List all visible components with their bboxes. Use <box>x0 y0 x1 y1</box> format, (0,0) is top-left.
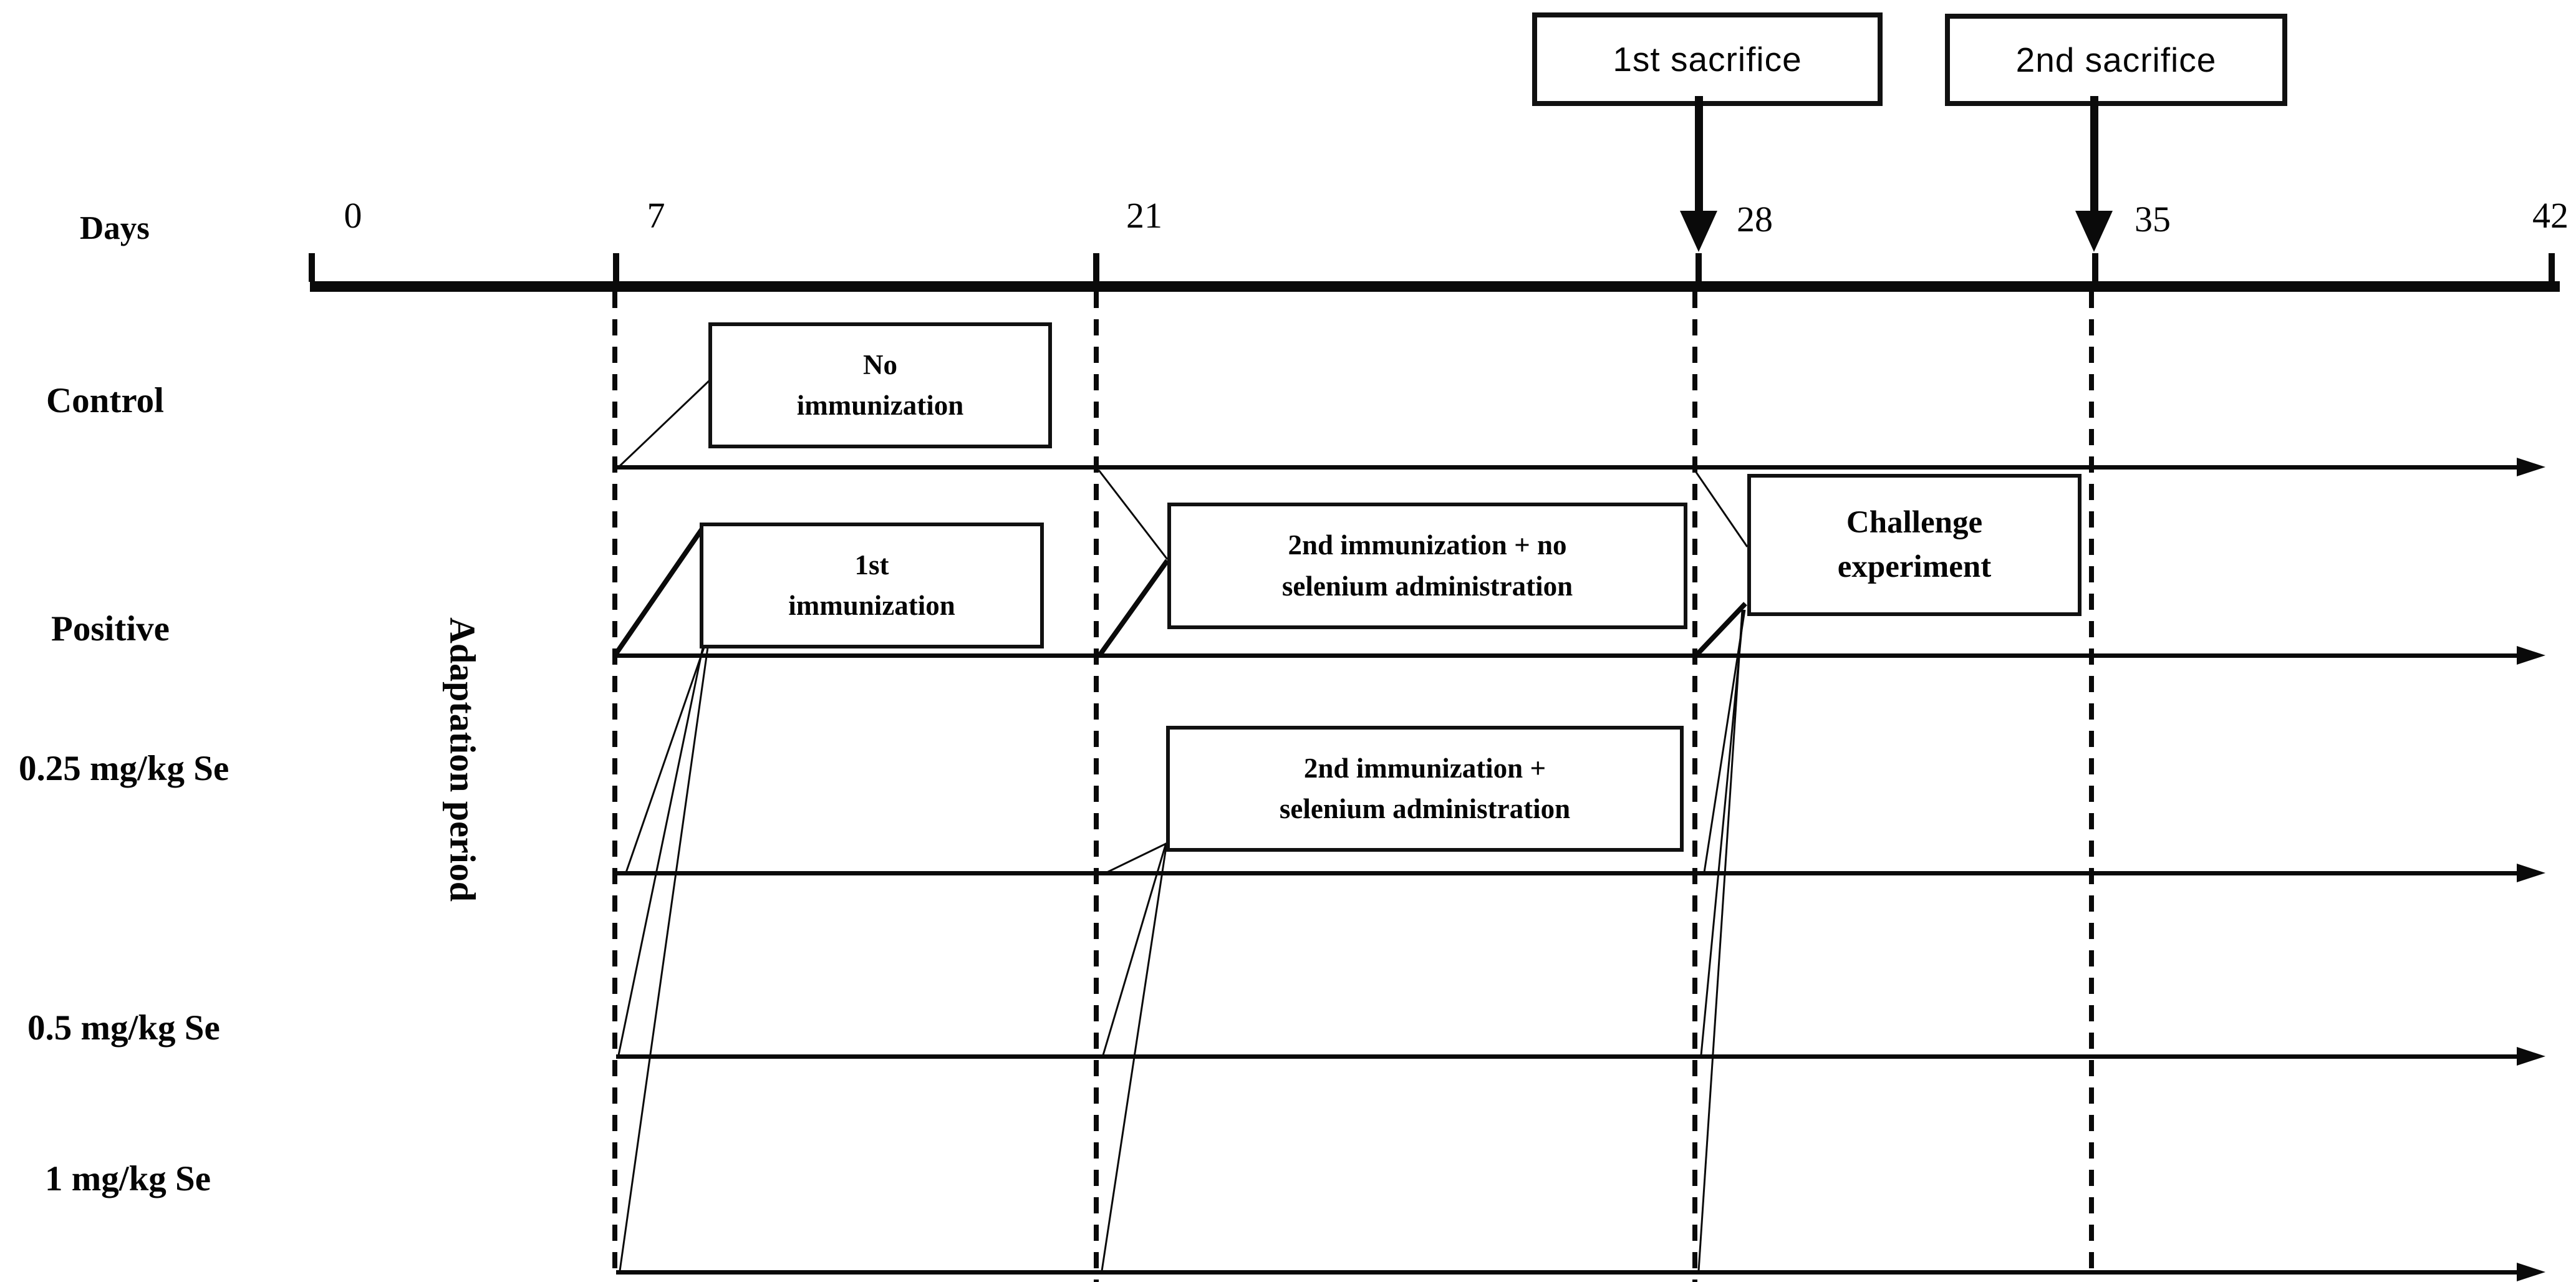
first-sacrifice-label: 1st sacrifice <box>1613 40 1802 79</box>
tick-day-28 <box>1696 253 1702 282</box>
group-label-control: Control <box>46 381 164 420</box>
second-immunization-se-line1: 2nd immunization + <box>1303 752 1546 784</box>
no-immunization-line2: immunization <box>796 390 964 421</box>
challenge-experiment-box: Challenge experiment <box>1747 474 2082 616</box>
second-immunization-se-box: 2nd immunization + selenium administrati… <box>1166 726 1684 852</box>
second-sacrifice-box: 2nd sacrifice <box>1945 14 2287 106</box>
group-label-se1: 1 mg/kg Se <box>45 1159 211 1198</box>
second-sacrifice-arrow-icon <box>2075 211 2113 252</box>
connector-challenge-se025 <box>1703 609 1746 873</box>
control-line-arrow-icon <box>2517 458 2545 476</box>
no-immunization-box: No immunization <box>708 322 1052 448</box>
second-sacrifice-arrow-stem <box>2090 96 2098 212</box>
challenge-experiment-line2: experiment <box>1837 549 1992 584</box>
second-sacrifice-label: 2nd sacrifice <box>2015 41 2217 79</box>
se1-line-arrow-icon <box>2517 1263 2545 1281</box>
se05-line-arrow-icon <box>2517 1047 2545 1066</box>
group-label-se05: 0.5 mg/kg Se <box>27 1008 220 1048</box>
connector-2ndse-se1 <box>1101 842 1168 1271</box>
group-label-positive: Positive <box>51 609 170 648</box>
first-immunization-box: 1st immunization <box>700 523 1044 648</box>
se1-line <box>616 1270 2518 1275</box>
connector-2ndnose-positive <box>1097 559 1170 657</box>
dashed-line-day-7 <box>612 292 617 1280</box>
tick-day-42 <box>2549 253 2555 282</box>
second-immunization-se-line2: selenium administration <box>1279 793 1571 824</box>
connector-challenge-positive <box>1695 602 1747 657</box>
day-label-28: 28 <box>1737 199 1773 239</box>
day-label-42: 42 <box>2532 195 2569 236</box>
connector-challenge-se1 <box>1697 609 1744 1271</box>
timeline-axis-bar <box>310 281 2560 292</box>
positive-line-arrow-icon <box>2517 646 2545 665</box>
dashed-line-day-35 <box>2089 292 2094 1273</box>
se05-line <box>616 1054 2518 1059</box>
connector-1stimm-se025 <box>625 638 708 873</box>
first-immunization-line1: 1st <box>854 549 889 581</box>
dashed-line-day-28 <box>1692 292 1697 1282</box>
challenge-experiment-line1: Challenge <box>1846 504 1983 540</box>
dashed-line-day-21 <box>1094 292 1099 1282</box>
connector-challenge-top <box>1693 469 1749 547</box>
no-immunization-line1: No <box>863 349 897 380</box>
group-label-se025: 0.25 mg/kg Se <box>19 749 229 788</box>
connector-noimm-control <box>617 378 712 469</box>
connector-1stimm-se1 <box>619 638 710 1271</box>
tick-day-7 <box>613 253 619 282</box>
tick-day-0 <box>309 253 315 282</box>
se025-line-arrow-icon <box>2517 864 2545 882</box>
connector-1stimm-positive <box>612 527 705 657</box>
second-immunization-no-se-line2: selenium administration <box>1281 570 1573 602</box>
first-sacrifice-box: 1st sacrifice <box>1532 12 1883 106</box>
positive-line <box>616 653 2518 658</box>
first-immunization-line2: immunization <box>788 590 955 621</box>
connector-2ndse-se025 <box>1106 842 1168 874</box>
se025-line <box>616 871 2518 875</box>
connector-1stimm-se05 <box>617 638 706 1056</box>
control-line <box>616 465 2518 470</box>
day-label-0: 0 <box>344 195 362 236</box>
tick-day-35 <box>2092 253 2098 282</box>
first-sacrifice-arrow-stem <box>1695 96 1703 212</box>
day-label-7: 7 <box>647 195 665 236</box>
tick-day-21 <box>1093 253 1099 282</box>
first-sacrifice-arrow-icon <box>1680 211 1717 252</box>
day-label-21: 21 <box>1126 195 1162 236</box>
connector-2ndnose-top <box>1097 470 1169 560</box>
second-immunization-no-se-line1: 2nd immunization + no <box>1288 529 1567 561</box>
day-label-35: 35 <box>2135 199 2171 239</box>
connector-2ndse-se05 <box>1102 842 1167 1056</box>
days-axis-title: Days <box>80 210 150 246</box>
second-immunization-no-se-box: 2nd immunization + no selenium administr… <box>1167 503 1687 629</box>
